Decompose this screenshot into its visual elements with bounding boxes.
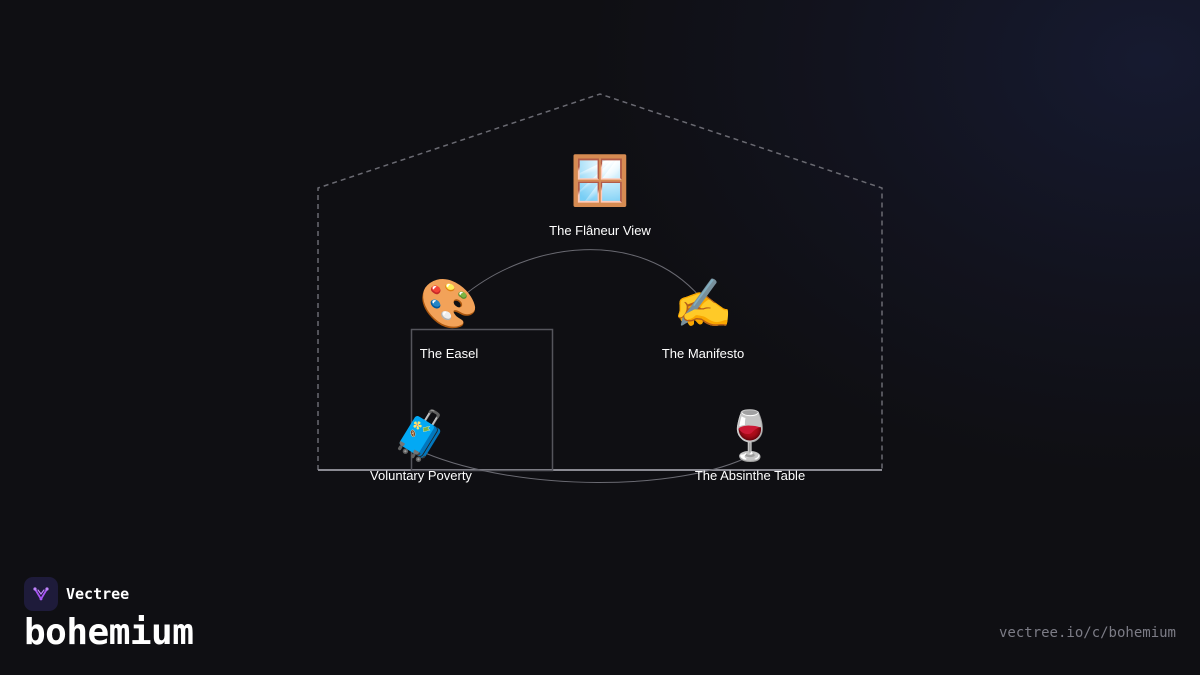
artist-palette-icon: 🎨	[419, 276, 479, 332]
node-easel[interactable]: 🎨 The Easel	[359, 276, 539, 362]
brand-name: Vectree	[66, 585, 130, 603]
page-title: bohemium	[24, 612, 194, 653]
node-voluntary-poverty[interactable]: 🧳 Voluntary Poverty	[331, 408, 511, 484]
window-icon: 🪟	[570, 153, 630, 209]
lower-connector-arc	[424, 452, 753, 483]
node-label: Voluntary Poverty	[370, 468, 472, 483]
node-label: The Flâneur View	[549, 223, 651, 238]
vectree-logo-icon	[24, 577, 58, 611]
node-absinthe-table[interactable]: 🍷 The Absinthe Table	[660, 408, 840, 484]
wine-glass-icon: 🍷	[720, 408, 780, 464]
brand[interactable]: Vectree	[24, 577, 129, 611]
node-label: The Easel	[419, 346, 479, 361]
writing-hand-icon: ✍️	[673, 276, 733, 332]
node-manifesto[interactable]: ✍️ The Manifesto	[613, 276, 793, 362]
house-outline	[317, 93, 883, 470]
node-label: The Manifesto	[661, 346, 745, 361]
page-url[interactable]: vectree.io/c/bohemium	[998, 625, 1176, 641]
upper-connector-arc	[461, 249, 701, 298]
node-flaneur-view[interactable]: 🪟 The Flâneur View	[510, 153, 690, 239]
luggage-icon: 🧳	[391, 408, 451, 464]
node-label: The Absinthe Table	[694, 468, 806, 483]
